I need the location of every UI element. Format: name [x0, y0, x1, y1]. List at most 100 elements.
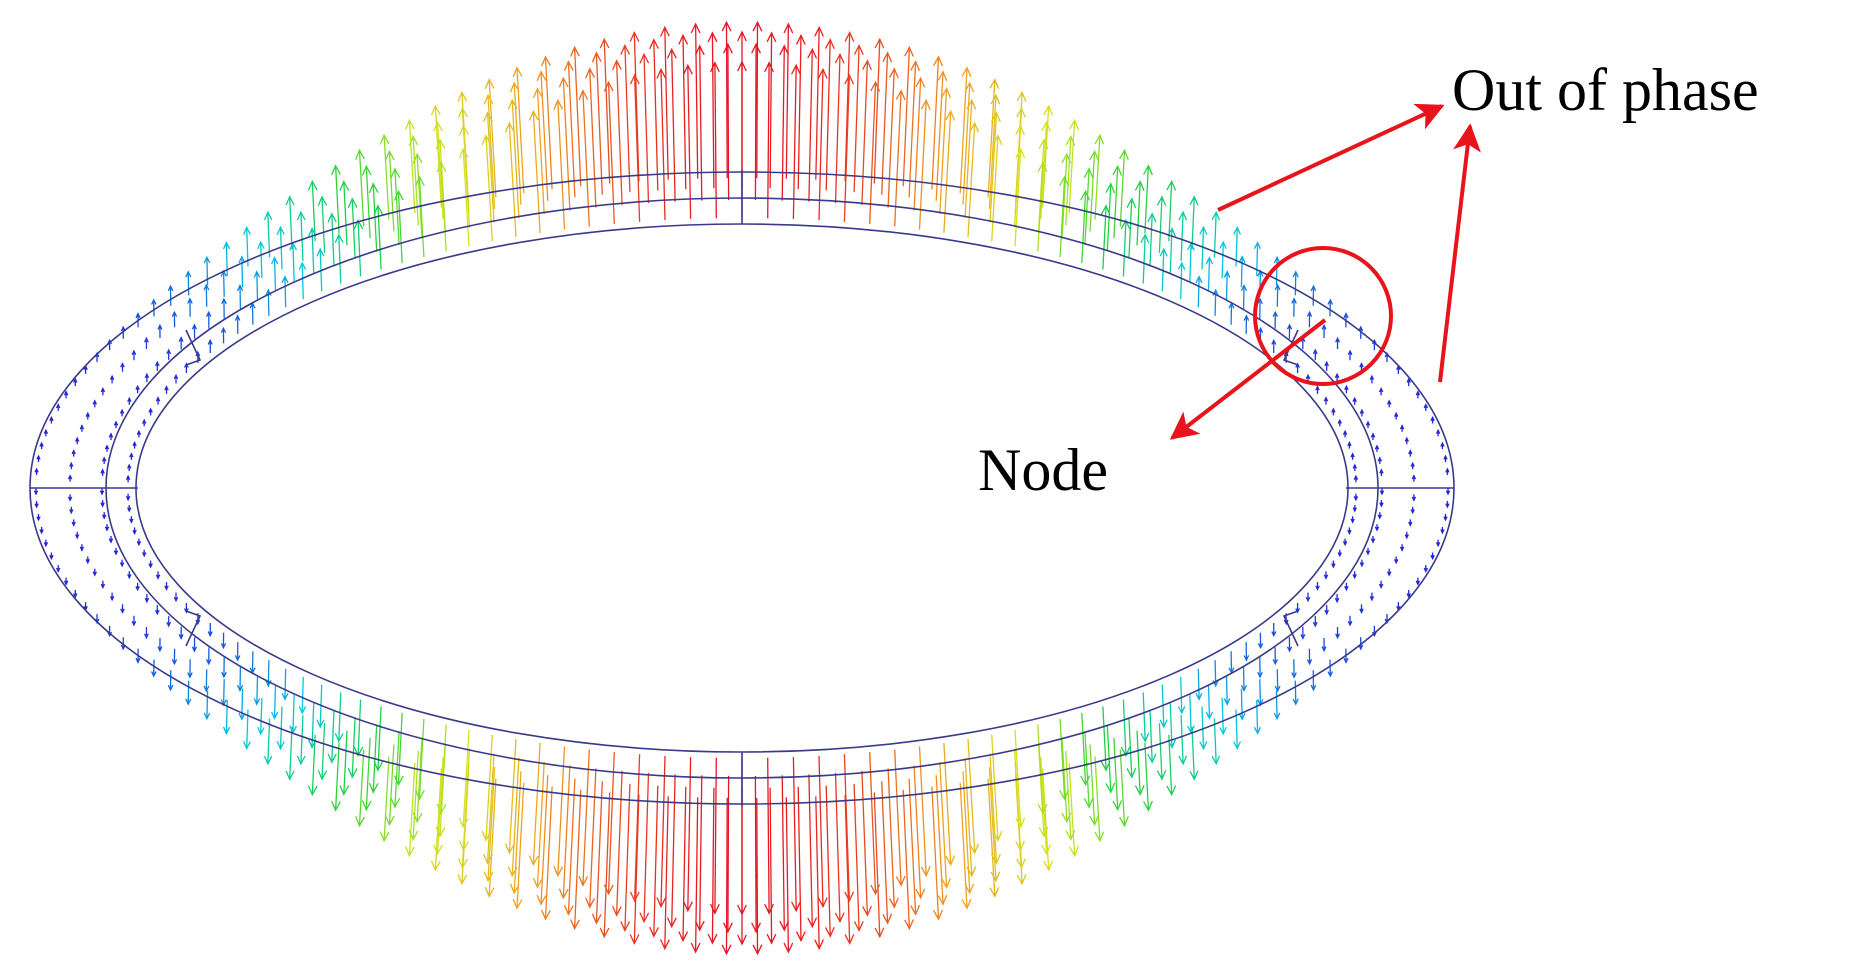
displacement-vector — [1295, 272, 1296, 296]
displacement-vector — [568, 779, 575, 915]
displacement-vector — [1181, 715, 1183, 764]
displacement-vector — [275, 258, 276, 291]
displacement-vector — [960, 783, 967, 909]
displacement-vector — [384, 757, 389, 841]
displacement-vector — [339, 692, 341, 741]
displacement-vector — [661, 69, 665, 220]
displacement-vector — [862, 771, 868, 915]
displacement-vector — [625, 46, 630, 193]
displacement-vector — [261, 698, 262, 734]
node-label: Node — [978, 440, 1108, 500]
displacement-vector — [836, 773, 841, 922]
displacement-vector — [188, 272, 189, 296]
displacement-vector — [1069, 763, 1075, 856]
displacement-vector — [332, 214, 334, 266]
displacement-vector — [1227, 272, 1228, 300]
displacement-vector — [417, 737, 422, 821]
displacement-vector — [242, 689, 243, 720]
displacement-vector — [634, 795, 639, 944]
displacement-vector — [617, 61, 623, 205]
displacement-vector — [1241, 689, 1242, 720]
out-of-phase-label: Out of phase — [1452, 60, 1759, 120]
displacement-vector — [644, 773, 649, 922]
displacement-vector — [1062, 737, 1067, 821]
displacement-vector — [1095, 135, 1100, 219]
displacement-vector — [224, 271, 225, 297]
displacement-vector — [344, 182, 347, 246]
displacement-vector — [257, 676, 258, 704]
displacement-vector — [268, 718, 270, 763]
displacement-vector — [188, 681, 189, 705]
displacement-vector — [275, 685, 276, 718]
displacement-vector — [336, 743, 340, 811]
displacement-vector — [207, 691, 208, 719]
displacement-vector — [782, 775, 784, 930]
displacement-vector — [389, 745, 394, 825]
displacement-vector — [1069, 120, 1075, 213]
displacement-vector — [332, 710, 334, 762]
displacement-vector — [604, 39, 610, 183]
displacement-vector — [617, 771, 623, 915]
displacement-vector — [590, 69, 596, 208]
displacement-vector — [782, 46, 784, 201]
displacement-vector — [293, 694, 294, 733]
displacement-vector — [683, 787, 686, 941]
displacement-vector — [836, 54, 841, 203]
displacement-vector — [903, 47, 909, 186]
displacement-vector — [290, 197, 292, 249]
displacement-vector — [1114, 738, 1118, 810]
displacement-vector — [845, 795, 850, 944]
displacement-vector — [604, 793, 610, 937]
displacement-vector — [654, 786, 658, 937]
displacement-vector — [1202, 707, 1204, 749]
displacement-vector — [1060, 719, 1065, 799]
displacement-vector — [1085, 731, 1089, 807]
displacement-vector — [1159, 197, 1162, 253]
displacement-vector — [888, 69, 894, 208]
displacement-vector — [672, 774, 675, 926]
displacement-vector — [1198, 669, 1199, 700]
displacement-vector — [301, 212, 303, 261]
displacement-vector — [755, 44, 756, 200]
displacement-vector — [268, 212, 270, 257]
displacement-vector — [1181, 677, 1182, 713]
displacement-vector — [1095, 757, 1100, 841]
displacement-vector — [1214, 212, 1216, 257]
displacement-vector — [293, 243, 294, 282]
displacement-vector — [696, 797, 698, 952]
displacement-vector — [1062, 154, 1067, 238]
displacement-vector — [882, 53, 888, 195]
displacement-vector — [914, 765, 921, 898]
displacement-vector — [261, 242, 262, 278]
displacement-vector — [1120, 750, 1124, 826]
displacement-vector — [590, 768, 596, 907]
displacement-vector-field — [34, 22, 1449, 954]
displacement-vector — [360, 750, 364, 826]
displacement-vector — [358, 700, 361, 756]
displacement-vector — [285, 277, 286, 308]
displacement-vector — [819, 69, 823, 220]
displacement-vector — [845, 33, 850, 182]
displacement-vector — [1114, 166, 1118, 238]
displacement-vector — [360, 150, 364, 226]
displacement-vector — [301, 715, 303, 764]
displacement-vector — [1241, 257, 1242, 288]
displacement-vector — [683, 35, 686, 189]
displacement-vector — [661, 756, 665, 907]
displacement-vector — [1090, 745, 1095, 825]
displacement-vector — [568, 62, 575, 198]
displacement-vector — [844, 75, 849, 222]
displacement-vector — [395, 731, 399, 807]
displacement-vector — [816, 27, 819, 179]
displacement-vector — [1143, 692, 1145, 741]
displacement-vector — [1145, 743, 1149, 811]
displacement-vector — [409, 763, 415, 856]
displacement-vector — [696, 24, 698, 179]
displacement-vector — [302, 677, 303, 713]
displacement-vector — [398, 191, 402, 263]
displacement-vector — [809, 774, 812, 926]
displacement-vector — [909, 62, 916, 198]
displacement-vector — [882, 781, 888, 923]
displacement-vector — [654, 40, 658, 191]
displacement-vector — [819, 756, 823, 907]
